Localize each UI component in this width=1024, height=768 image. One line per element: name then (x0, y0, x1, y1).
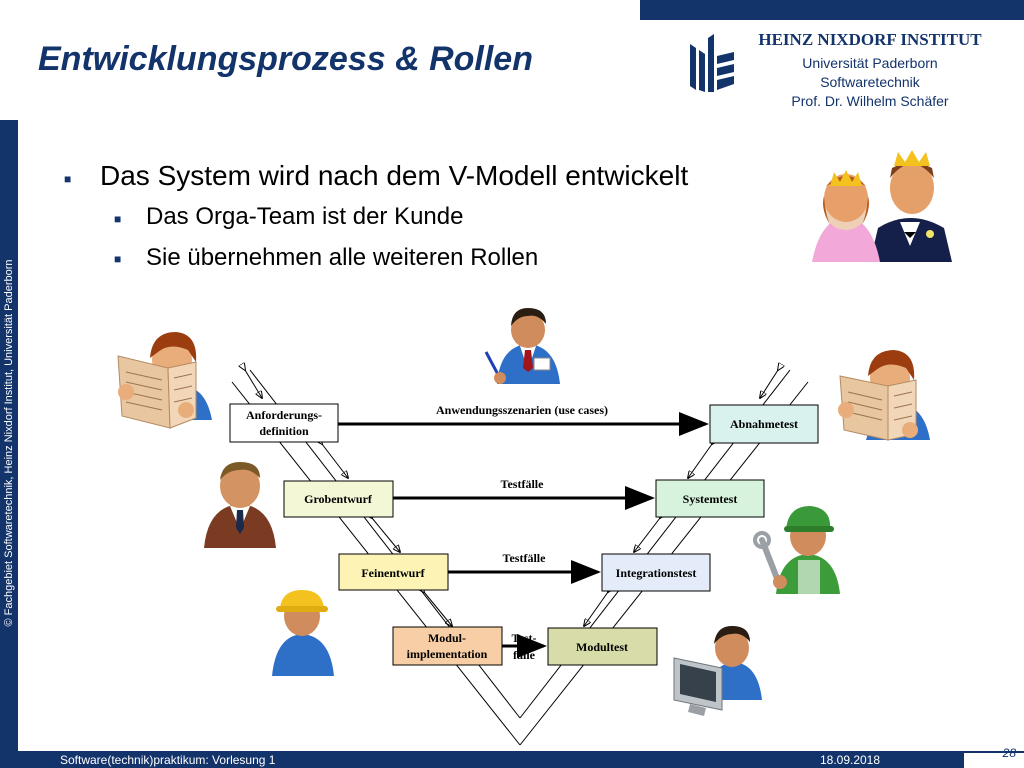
university-name: Universität Paderborn (802, 55, 938, 71)
arrow-label-testfaelle-line2: fälle (513, 648, 536, 662)
maintenance-illustration (753, 506, 840, 594)
footer-bar (18, 753, 708, 768)
phase-box-abnahmetest (709, 404, 819, 444)
architect-illustration (204, 462, 276, 548)
bullet-square-icon: ■ (64, 172, 72, 186)
phase-box-grobentwurf (283, 480, 394, 518)
phase-label: Feinentwurf (361, 566, 425, 580)
arrow-label-use-cases: Anwendungsszenarien (use cases) (436, 403, 608, 417)
arrow-label-testfaelle: Testfälle (503, 551, 547, 565)
phase-box-systemtest (655, 479, 765, 518)
tester-illustration (673, 626, 762, 716)
page-number: 28 (1002, 746, 1016, 760)
header-accent-bar (640, 0, 1024, 20)
phase-label: Grobentwurf (304, 492, 373, 506)
phase-label: Abnahmetest (730, 417, 798, 431)
test-arrows (338, 412, 709, 658)
royal-couple-illustration (806, 150, 968, 280)
footer-divider (18, 751, 1024, 753)
bullet-square-icon: ■ (114, 252, 122, 266)
phase-label: Modul- (428, 631, 466, 645)
footer-date: 18.09.2018 (819, 753, 881, 767)
phase-box-modultest (547, 627, 658, 666)
developer-illustration (272, 590, 334, 676)
phase-label: Systemtest (683, 492, 738, 506)
phase-label: definition (259, 424, 309, 438)
phase-box-modulimplementation (392, 626, 503, 666)
professor-name: Prof. Dr. Wilhelm Schäfer (791, 93, 949, 109)
phase-transition-arrows (245, 370, 778, 626)
footer-date-bar (708, 753, 964, 768)
analyst-illustration (484, 308, 560, 384)
institute-name: HEINZ NIXDORF INSTITUT (758, 30, 982, 49)
phase-label: Modultest (576, 640, 628, 654)
bullet-text: Das Orga-Team ist der Kunde (146, 203, 464, 230)
slide-title: Entwicklungsprozess & Rollen (38, 40, 533, 78)
left-sidebar-bar (0, 120, 18, 768)
bullet-text: Das System wird nach dem V-Modell entwic… (100, 160, 689, 191)
department-name: Softwaretechnik (820, 74, 920, 90)
phase-label: Anforderungs- (246, 408, 322, 422)
arrow-label-testfaelle-line1: Test- (512, 631, 537, 645)
phase-box-anforderungsdefinition (229, 403, 339, 443)
bullet-square-icon: ■ (114, 212, 122, 226)
footer-course-title: Software(technik)praktikum: Vorlesung 1 (60, 753, 276, 767)
phase-label: Integrationstest (616, 566, 697, 580)
bullet-text: Sie übernehmen alle weiteren Rollen (146, 244, 539, 271)
customer-reading-illustration (117, 332, 212, 429)
institute-logo-block (690, 22, 1000, 118)
customer-reading-illustration (838, 350, 930, 441)
institute-logo-icon (690, 34, 734, 92)
phase-box-feinentwurf (338, 553, 449, 591)
phase-box-integrationstest (601, 553, 711, 592)
arrow-label-testfaelle: Testfälle (501, 477, 545, 491)
phase-label: implementation (407, 647, 488, 661)
